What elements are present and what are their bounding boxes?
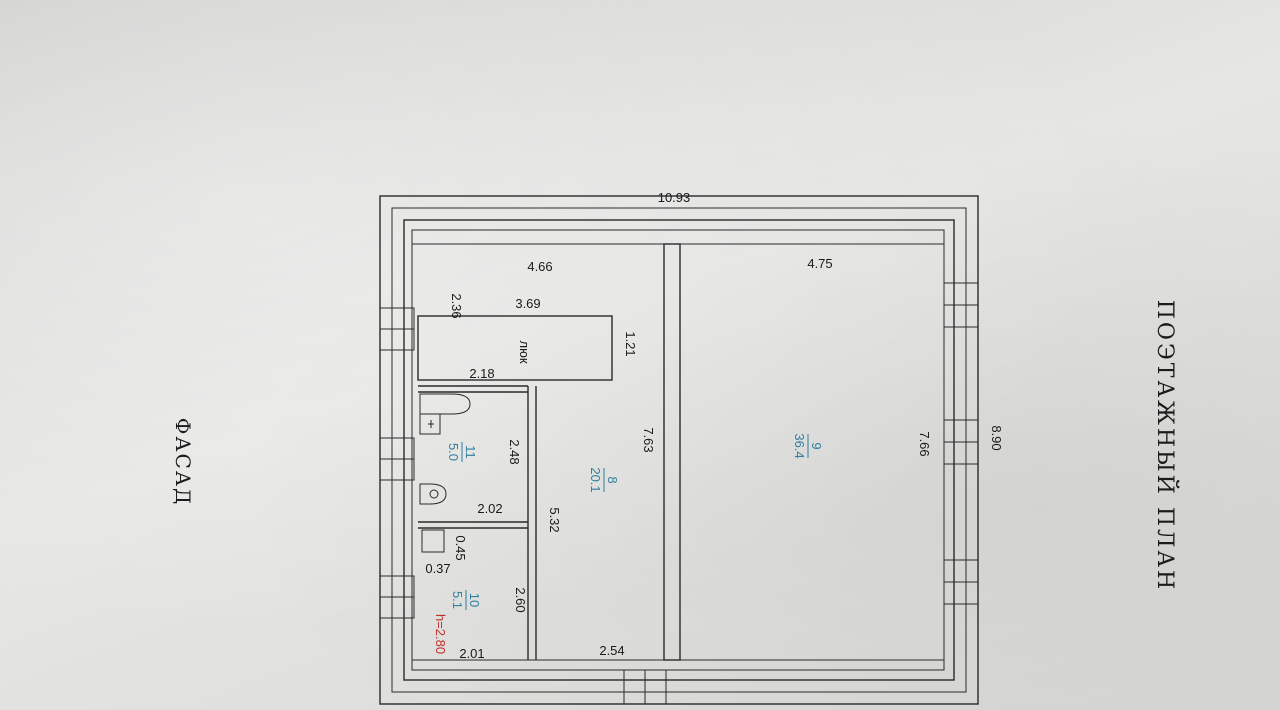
- svg-text:5.1: 5.1: [450, 591, 465, 609]
- dim-room11-height: 2.48: [507, 439, 522, 464]
- dim-room8-lower: 5.32: [547, 507, 562, 532]
- svg-text:5.0: 5.0: [446, 443, 461, 461]
- dim-room10-height: 2.60: [513, 587, 528, 612]
- dim-room10-small-b: 0.37: [425, 561, 450, 576]
- hatch-label: люк: [517, 340, 532, 363]
- room-label-11: 11 5.0: [446, 442, 478, 462]
- outer-wall-inner-1: [391, 207, 967, 693]
- sink: [421, 529, 445, 553]
- dim-room9-top: 4.75: [807, 256, 832, 271]
- shower-fixture: [419, 413, 441, 435]
- windows: [379, 282, 979, 705]
- dim-hatch-length: 3.69: [515, 296, 540, 311]
- room-label-10: 10 5.1: [450, 590, 482, 610]
- ceiling-height: h=2.80: [433, 614, 448, 654]
- plan-title: ПОЭТАЖНЫЙ ПЛАН: [1152, 300, 1180, 593]
- dim-overall-length: 10.93: [658, 190, 691, 205]
- dim-hatch-width: 1.21: [623, 331, 638, 356]
- svg-text:8: 8: [605, 476, 620, 483]
- dim-room8-top: 4.66: [527, 259, 552, 274]
- facade-label: ФАСАД: [171, 418, 195, 506]
- wc-partitions: [418, 385, 537, 660]
- dim-hatch-inner: 2.18: [469, 366, 494, 381]
- bathtub: [419, 393, 471, 415]
- hatch: [417, 315, 613, 381]
- svg-text:11: 11: [463, 445, 478, 459]
- dim-room11-width: 2.02: [477, 501, 502, 516]
- dim-room10-small-a: 0.45: [453, 535, 468, 560]
- svg-text:10: 10: [467, 593, 482, 607]
- dim-room8-height: 7.63: [641, 427, 656, 452]
- partition-8-9: [663, 243, 681, 661]
- svg-text:9: 9: [809, 442, 824, 449]
- svg-text:36.4: 36.4: [792, 433, 807, 458]
- room-label-9: 9 36.4: [792, 433, 824, 458]
- dim-room8-bottom: 2.54: [599, 643, 624, 658]
- dim-overall-width: 8.90: [989, 425, 1004, 450]
- outer-wall-inner-2: [403, 219, 955, 681]
- dim-room9-height: 7.66: [917, 431, 932, 456]
- dim-hatch-offset: 2.36: [449, 293, 464, 318]
- dim-room10-width: 2.01: [459, 646, 484, 661]
- outer-wall-inner-3: [411, 229, 945, 671]
- room-label-8: 8 20.1: [588, 467, 620, 492]
- toilet: [419, 483, 447, 505]
- svg-text:20.1: 20.1: [588, 467, 603, 492]
